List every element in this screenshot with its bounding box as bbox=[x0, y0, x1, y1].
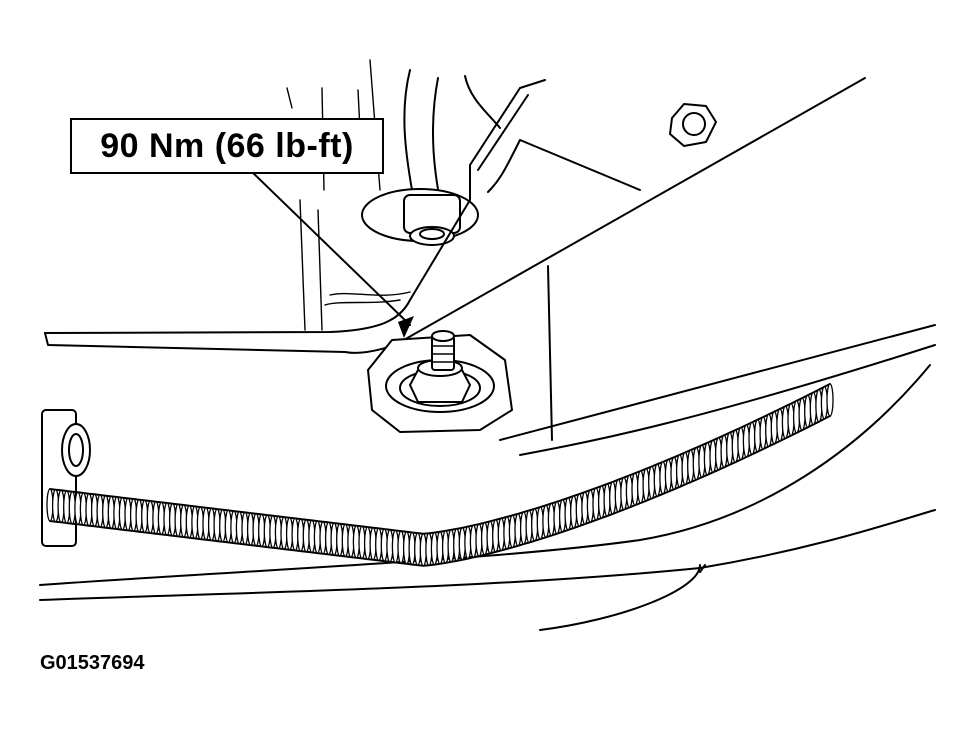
wire-harness bbox=[46, 383, 834, 567]
lower-frame bbox=[39, 364, 936, 631]
sheet-bracket bbox=[469, 79, 641, 201]
figure-id: G01537694 bbox=[40, 652, 145, 674]
bolt-head-upper-right bbox=[669, 103, 717, 147]
torque-nut bbox=[409, 330, 471, 403]
torque-callout: 90 Nm (66 lb-ft) bbox=[70, 118, 384, 174]
control-arm bbox=[44, 77, 936, 456]
callout-leader-arrow bbox=[249, 169, 414, 338]
upper-bushing bbox=[361, 188, 479, 246]
